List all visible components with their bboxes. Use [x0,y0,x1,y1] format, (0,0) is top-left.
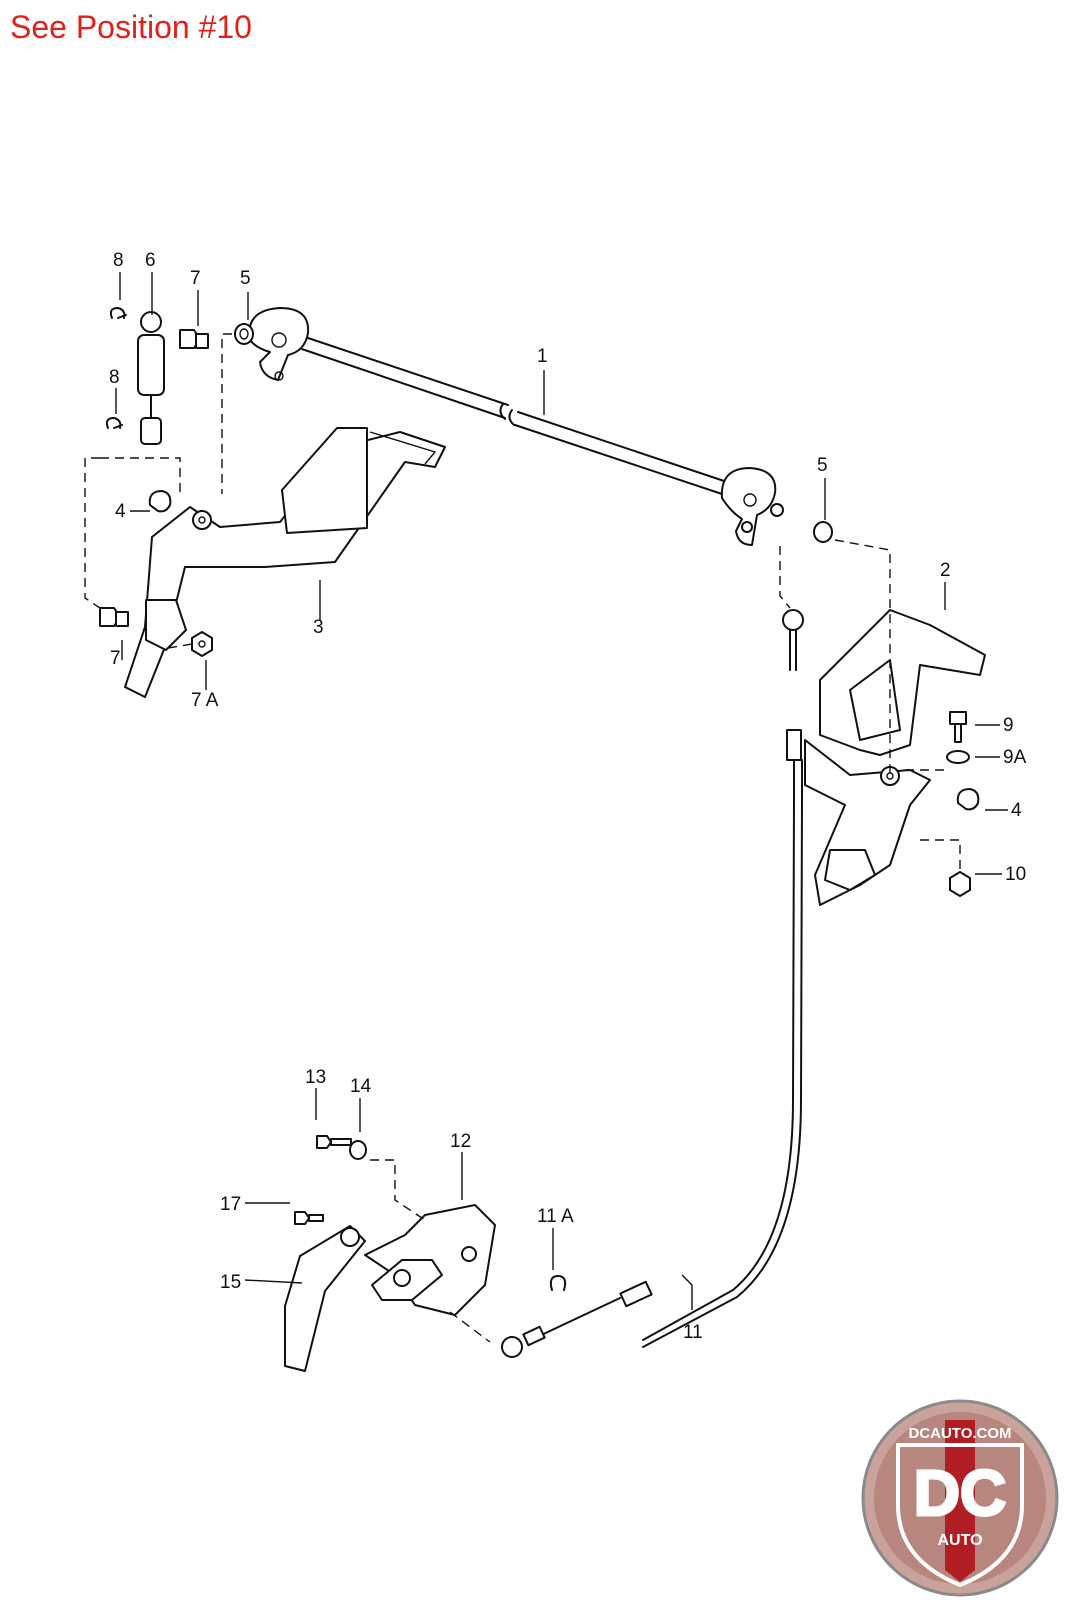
callout-13: 13 [305,1067,326,1088]
washer-9A [946,750,970,764]
bolt-13 [316,1135,352,1149]
callout-5-right: 5 [817,455,828,476]
washer-5-right [813,521,833,543]
leader-lines [84,272,1008,1343]
see-position-note: See Position #10 [10,9,252,45]
bracket-part-2 [804,609,986,906]
callout-9: 9 [1003,715,1014,736]
callout-11A: 11 A [537,1206,574,1227]
svg-text:AUTO: AUTO [937,1532,982,1549]
callout-12: 12 [450,1131,471,1152]
callout-5-left: 5 [240,268,251,289]
clip-8-bottom [105,417,123,429]
bracket-part-3 [124,427,446,698]
callout-labels: 8 6 7 5 1 8 5 4 2 3 7 7 A 9 9A 4 10 13 1… [109,250,1027,1343]
callout-7-top: 7 [190,268,201,289]
svg-text:DCAUTO.COM: DCAUTO.COM [908,1425,1011,1442]
bolt-9 [949,711,967,743]
callout-7-bottom: 7 [110,648,121,669]
callout-17: 17 [220,1194,241,1215]
clip-11A [549,1275,567,1291]
callout-4-left: 4 [115,501,126,522]
callout-7A: 7 A [191,690,219,711]
small-parts-right [813,521,980,897]
nut-10 [949,871,971,897]
callout-10: 10 [1005,864,1026,885]
small-parts-left [99,307,254,657]
cable-part-11 [501,609,804,1358]
callout-14: 14 [350,1076,372,1097]
callout-6: 6 [145,250,156,271]
clip-8-top [109,307,127,319]
washer-14 [349,1140,367,1160]
shaft-part-1 [248,307,784,546]
dcauto-logo: DCAUTO.COM DC AUTO [861,1399,1059,1597]
callout-2: 2 [940,560,951,581]
pedal-assembly [284,1135,567,1372]
callout-9A: 9A [1003,747,1027,768]
clip-4-right [956,788,980,811]
callout-11: 11 [683,1322,703,1343]
gas-strut-6 [137,334,165,396]
callout-15: 15 [220,1272,241,1293]
callout-3: 3 [313,617,324,638]
callout-8-bottom: 8 [109,367,120,388]
callout-4-right: 4 [1011,800,1022,821]
callout-8-top: 8 [113,250,124,271]
bolt-17 [294,1211,324,1225]
svg-text:DC: DC [914,1457,1006,1529]
callout-1: 1 [537,346,548,367]
